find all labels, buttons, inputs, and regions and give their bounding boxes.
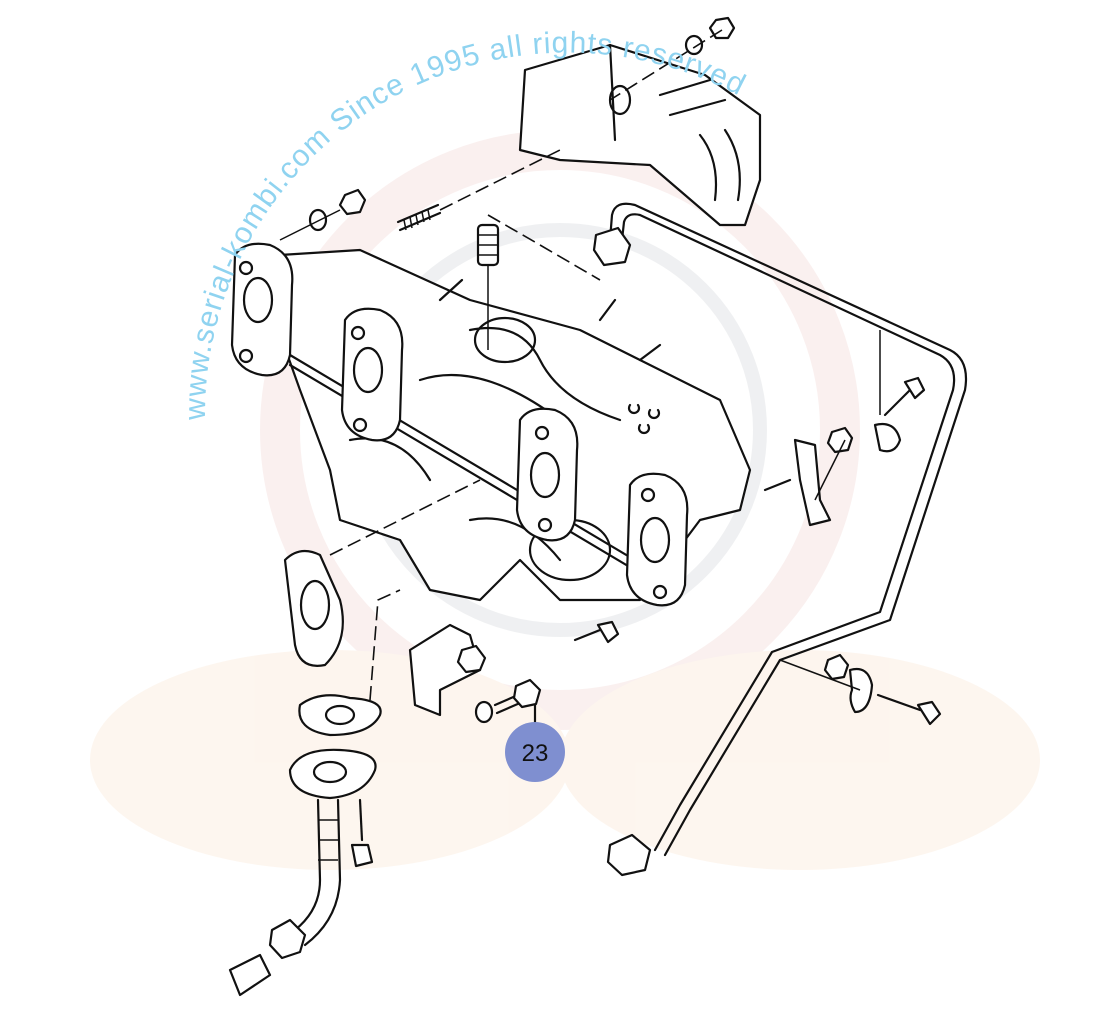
nut-washer-top — [609, 16, 736, 101]
studs — [438, 278, 792, 492]
callout-label[interactable]: 23 — [522, 740, 549, 767]
stud-left — [279, 149, 561, 241]
temperature-sender — [476, 214, 601, 350]
flange-gasket — [283, 479, 481, 667]
manifold-flange-2 — [340, 307, 404, 442]
oil-return-pipe — [228, 589, 401, 997]
oil-supply-pipe — [592, 202, 968, 877]
bolt-23 — [474, 678, 542, 730]
manifold-flange-3 — [515, 407, 579, 542]
turbo-bracket — [408, 620, 620, 717]
callout-marker[interactable] — [505, 722, 565, 782]
manifold-flange-1 — [230, 242, 294, 377]
callout-23[interactable]: 23 — [505, 722, 565, 782]
manifold-flange-4 — [625, 472, 689, 607]
pipe-bracket — [793, 330, 926, 527]
pipe-clamp-lower — [779, 653, 942, 726]
